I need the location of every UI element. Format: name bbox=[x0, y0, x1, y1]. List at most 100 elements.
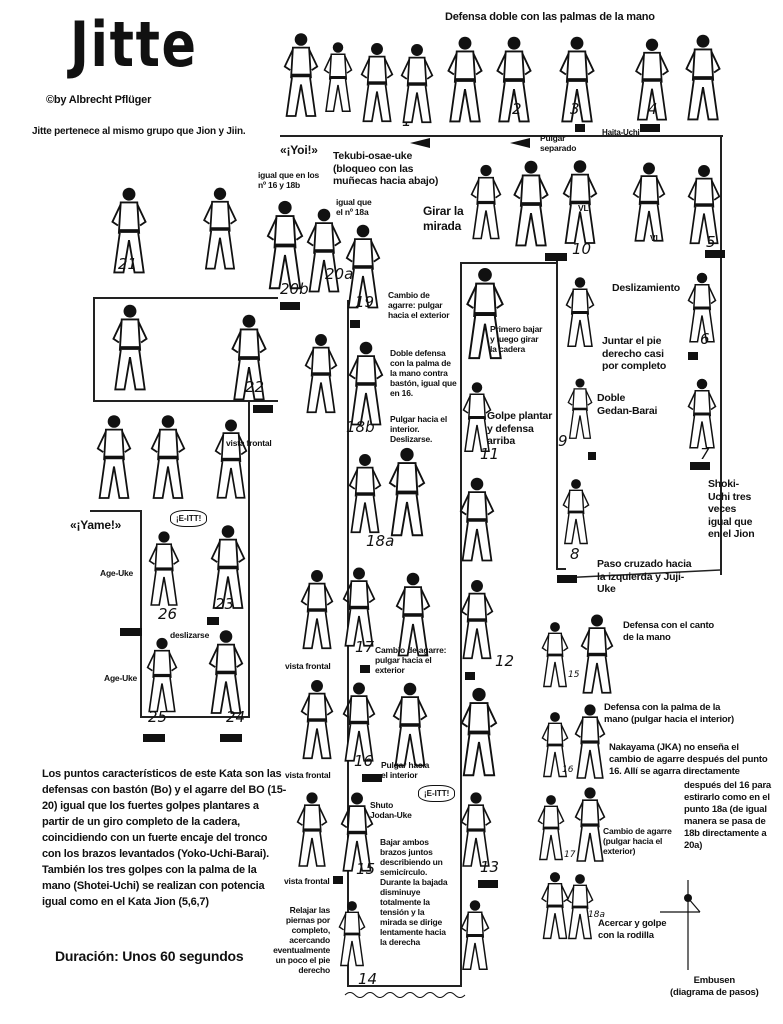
wavy-line bbox=[344, 992, 466, 998]
step-number: 23 bbox=[215, 595, 235, 613]
label-igual-16: igual que en los nº 16 y 18b bbox=[258, 170, 320, 190]
label-doble-gedan: Doble Gedan-Barai bbox=[597, 392, 658, 417]
step-number: 17 bbox=[564, 850, 576, 860]
path-line bbox=[93, 297, 95, 402]
karateka-figure bbox=[96, 410, 132, 505]
label-golpe: Golpe plantar y defensa arriba bbox=[487, 410, 553, 447]
label-canto: Defensa con el canto de la mano bbox=[623, 620, 715, 643]
label-nakayama: Nakayama (JKA) no enseña el cambio de ag… bbox=[609, 742, 768, 777]
karateka-figure bbox=[470, 155, 502, 250]
label-igual-18a: igual que el nº 18a bbox=[336, 197, 372, 217]
direction-marker bbox=[350, 320, 360, 328]
label-age-uke: Age-Uke bbox=[100, 568, 134, 578]
step-number: 10 bbox=[572, 240, 592, 258]
label-cambio-17: Cambio de agarre: pulgar hacia el exteri… bbox=[375, 645, 447, 675]
karateka-figure bbox=[360, 38, 394, 128]
step-number: 7 bbox=[700, 445, 710, 463]
step-number: 4 bbox=[648, 100, 658, 118]
direction-marker bbox=[362, 774, 382, 782]
karateka-figure bbox=[445, 34, 485, 126]
label-vl: VL bbox=[578, 203, 589, 213]
label-cambio-19: Cambio de agarre: pulgar hacia el exteri… bbox=[388, 290, 450, 320]
step-number: 15 bbox=[568, 670, 580, 680]
direction-marker bbox=[207, 617, 219, 625]
karateka-figure bbox=[188, 185, 252, 273]
label-yoi: «¡Yoi!» bbox=[280, 143, 318, 157]
karateka-figure bbox=[300, 675, 334, 765]
karateka-figure bbox=[460, 685, 498, 780]
label-top: Defensa doble con las palmas de la mano bbox=[445, 11, 655, 23]
step-number: 13 bbox=[480, 858, 500, 876]
path-line bbox=[720, 135, 722, 575]
page-title: Jitte bbox=[70, 8, 198, 81]
karateka-figure bbox=[338, 885, 366, 983]
step-number: 18b bbox=[346, 418, 375, 436]
step-number: 3 bbox=[570, 100, 580, 118]
karateka-figure bbox=[460, 575, 494, 665]
step-number: 20b bbox=[280, 280, 309, 298]
karateka-figure bbox=[400, 40, 434, 128]
step-number: 5 bbox=[706, 233, 716, 251]
karateka-figure bbox=[300, 565, 334, 655]
label-shoki: Shoki- Uchi tres veces igual que en el J… bbox=[708, 478, 755, 540]
path-line bbox=[280, 135, 723, 137]
karateka-figure bbox=[538, 620, 572, 690]
direction-marker bbox=[143, 734, 165, 742]
label-vista-frontal: vista frontal bbox=[226, 438, 272, 448]
step-number: 20a bbox=[325, 265, 354, 283]
step-number: 14 bbox=[358, 970, 378, 988]
direction-marker bbox=[220, 734, 242, 742]
karateka-figure bbox=[565, 265, 595, 360]
karateka-figure bbox=[682, 32, 724, 124]
step-number: 22 bbox=[245, 378, 265, 396]
label-paso: Paso cruzado hacia la izquierda y Juji- … bbox=[597, 558, 692, 595]
label-doble-defensa: Doble defensa con la palma de la mano co… bbox=[390, 348, 457, 398]
step-number: 26 bbox=[158, 605, 178, 623]
label-vl: VL bbox=[650, 233, 661, 243]
karateka-figure bbox=[150, 410, 186, 505]
path-line bbox=[556, 568, 566, 570]
karateka-figure bbox=[456, 475, 498, 565]
direction-marker bbox=[688, 352, 698, 360]
label-shuto: Shuto Jodan-Uke bbox=[370, 800, 412, 820]
karateka-figure bbox=[380, 680, 440, 770]
direction-marker bbox=[478, 880, 498, 888]
diagonal-line bbox=[559, 569, 721, 579]
label-relajar: Relajar las piernas por completo, acerca… bbox=[273, 905, 330, 975]
karateka-figure bbox=[385, 445, 429, 540]
karateka-figure bbox=[323, 30, 353, 125]
direction-arrow bbox=[410, 138, 430, 148]
karateka-figure bbox=[348, 445, 382, 543]
path-line bbox=[140, 510, 142, 718]
direction-marker bbox=[120, 628, 142, 636]
path-line bbox=[460, 262, 462, 987]
step-number: 24 bbox=[226, 708, 246, 726]
karateka-figure bbox=[567, 365, 593, 453]
direction-marker bbox=[545, 253, 567, 261]
label-girar: Girar la mirada bbox=[423, 204, 464, 233]
path-line bbox=[347, 985, 462, 987]
label-pulgar-16: Pulgar hacia el interior bbox=[381, 760, 430, 780]
label-bajar: Bajar ambos brazos juntos describiendo u… bbox=[380, 837, 448, 947]
label-palma: Defensa con la palma de la mano (pulgar … bbox=[604, 702, 734, 725]
step-number: 9 bbox=[558, 432, 568, 450]
karateka-figure bbox=[535, 793, 567, 863]
path-line bbox=[248, 400, 250, 718]
direction-marker bbox=[690, 462, 710, 470]
karateka-figure bbox=[617, 160, 681, 245]
direction-marker bbox=[705, 250, 725, 258]
duration-text: Duración: Unos 60 segundos bbox=[55, 948, 244, 964]
embusen-diagram bbox=[660, 880, 701, 970]
label-deslizarse: deslizarse bbox=[170, 630, 210, 640]
karateka-figure bbox=[575, 612, 619, 697]
step-number: 8 bbox=[570, 545, 580, 563]
karateka-figure bbox=[283, 28, 319, 123]
label-yame: «¡Yame!» bbox=[70, 518, 122, 532]
karateka-figure bbox=[214, 412, 248, 507]
label-pulgar-int: Pulgar hacia el interior. Deslizarse. bbox=[390, 414, 447, 444]
karateka-figure bbox=[304, 330, 338, 418]
karateka-figure bbox=[566, 872, 594, 942]
direction-marker bbox=[575, 124, 585, 132]
label-haito: Haita-Uchi bbox=[602, 128, 640, 137]
label-primero: Primero bajar y luego girar la cadera bbox=[490, 324, 543, 354]
